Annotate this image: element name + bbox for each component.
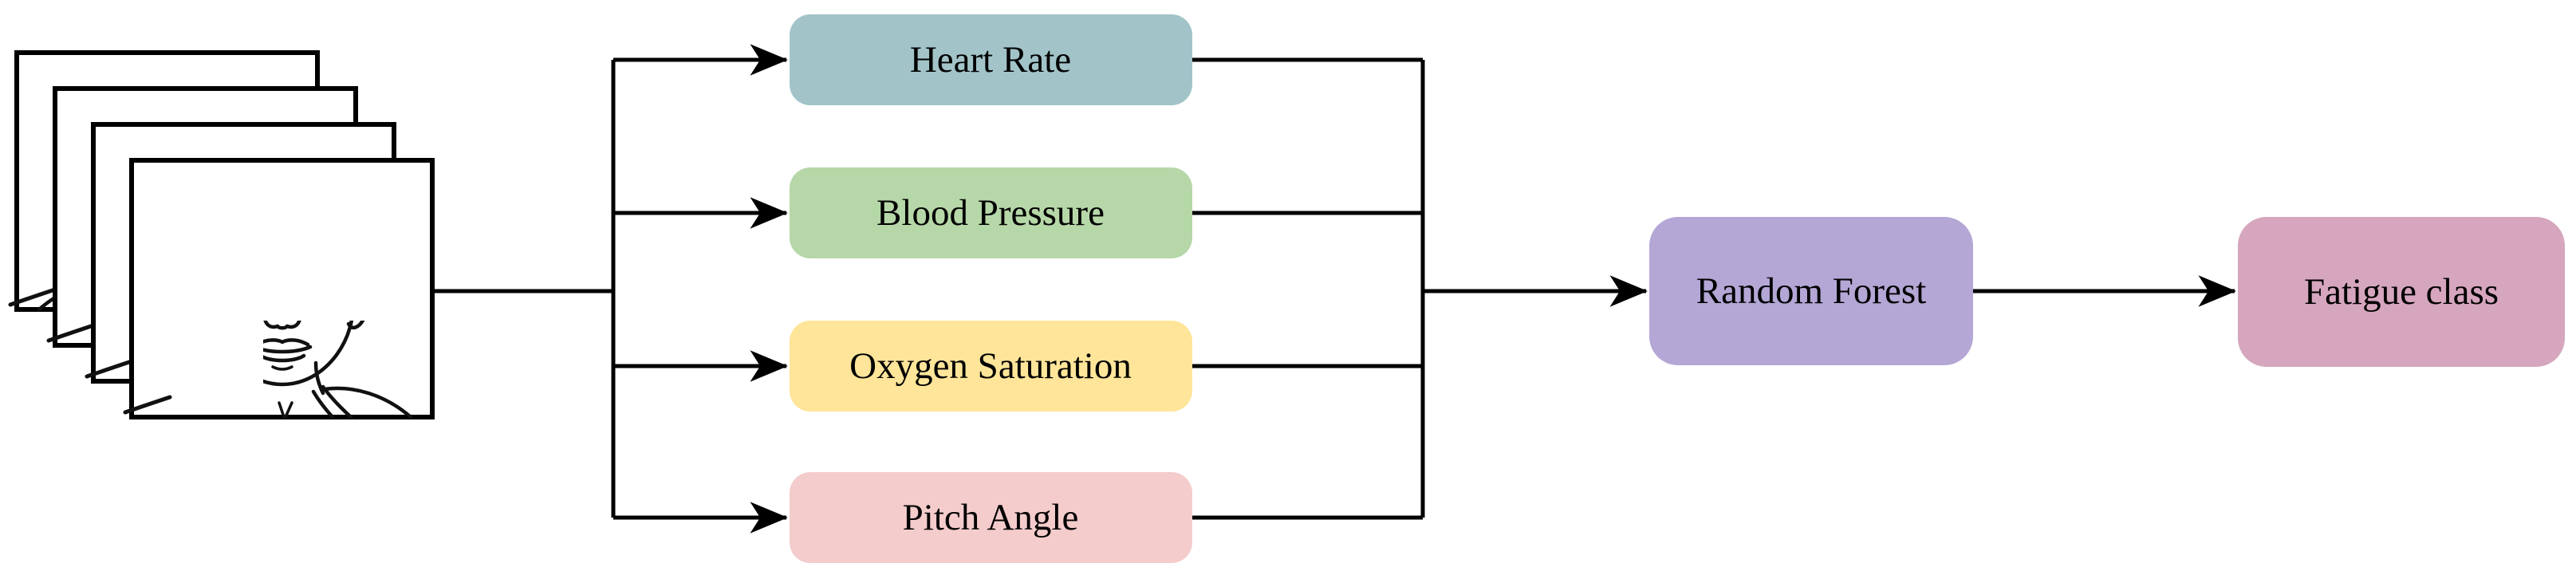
output-node-fatigue-class-box bbox=[2238, 217, 2565, 367]
page-curl-line bbox=[46, 323, 96, 343]
classifier-node-random-forest: Random Forest bbox=[1649, 217, 1973, 365]
feature-node-blood-pressure-box bbox=[790, 167, 1192, 258]
feature-node-oxygen-saturation-box bbox=[790, 321, 1192, 412]
photo-frame bbox=[123, 158, 435, 419]
feature-node-heart-rate: Heart Rate bbox=[790, 14, 1192, 105]
output-node-fatigue-class-label: Fatigue class bbox=[2304, 271, 2499, 313]
feature-node-heart-rate-box bbox=[790, 14, 1192, 105]
nodes: Heart Rate Blood Pressure Oxygen Saturat… bbox=[790, 14, 2565, 563]
page-curl-line bbox=[8, 287, 57, 307]
face-image-stack bbox=[8, 50, 435, 419]
feature-node-oxygen-saturation-label: Oxygen Saturation bbox=[849, 345, 1132, 387]
classifier-node-random-forest-box bbox=[1649, 217, 1973, 365]
output-node-fatigue-class: Fatigue class bbox=[2238, 217, 2565, 367]
classifier-node-random-forest-label: Random Forest bbox=[1696, 270, 1927, 312]
feature-node-pitch-angle-box bbox=[790, 472, 1192, 563]
page-curl-line bbox=[123, 395, 172, 415]
feature-node-pitch-angle-label: Pitch Angle bbox=[903, 497, 1079, 538]
feature-node-heart-rate-label: Heart Rate bbox=[910, 39, 1071, 81]
page-curl-line bbox=[85, 359, 134, 379]
feature-node-blood-pressure-label: Blood Pressure bbox=[876, 192, 1105, 234]
edges bbox=[432, 44, 2236, 534]
feature-node-blood-pressure: Blood Pressure bbox=[790, 167, 1192, 258]
feature-node-oxygen-saturation: Oxygen Saturation bbox=[790, 321, 1192, 412]
feature-node-pitch-angle: Pitch Angle bbox=[790, 472, 1192, 563]
